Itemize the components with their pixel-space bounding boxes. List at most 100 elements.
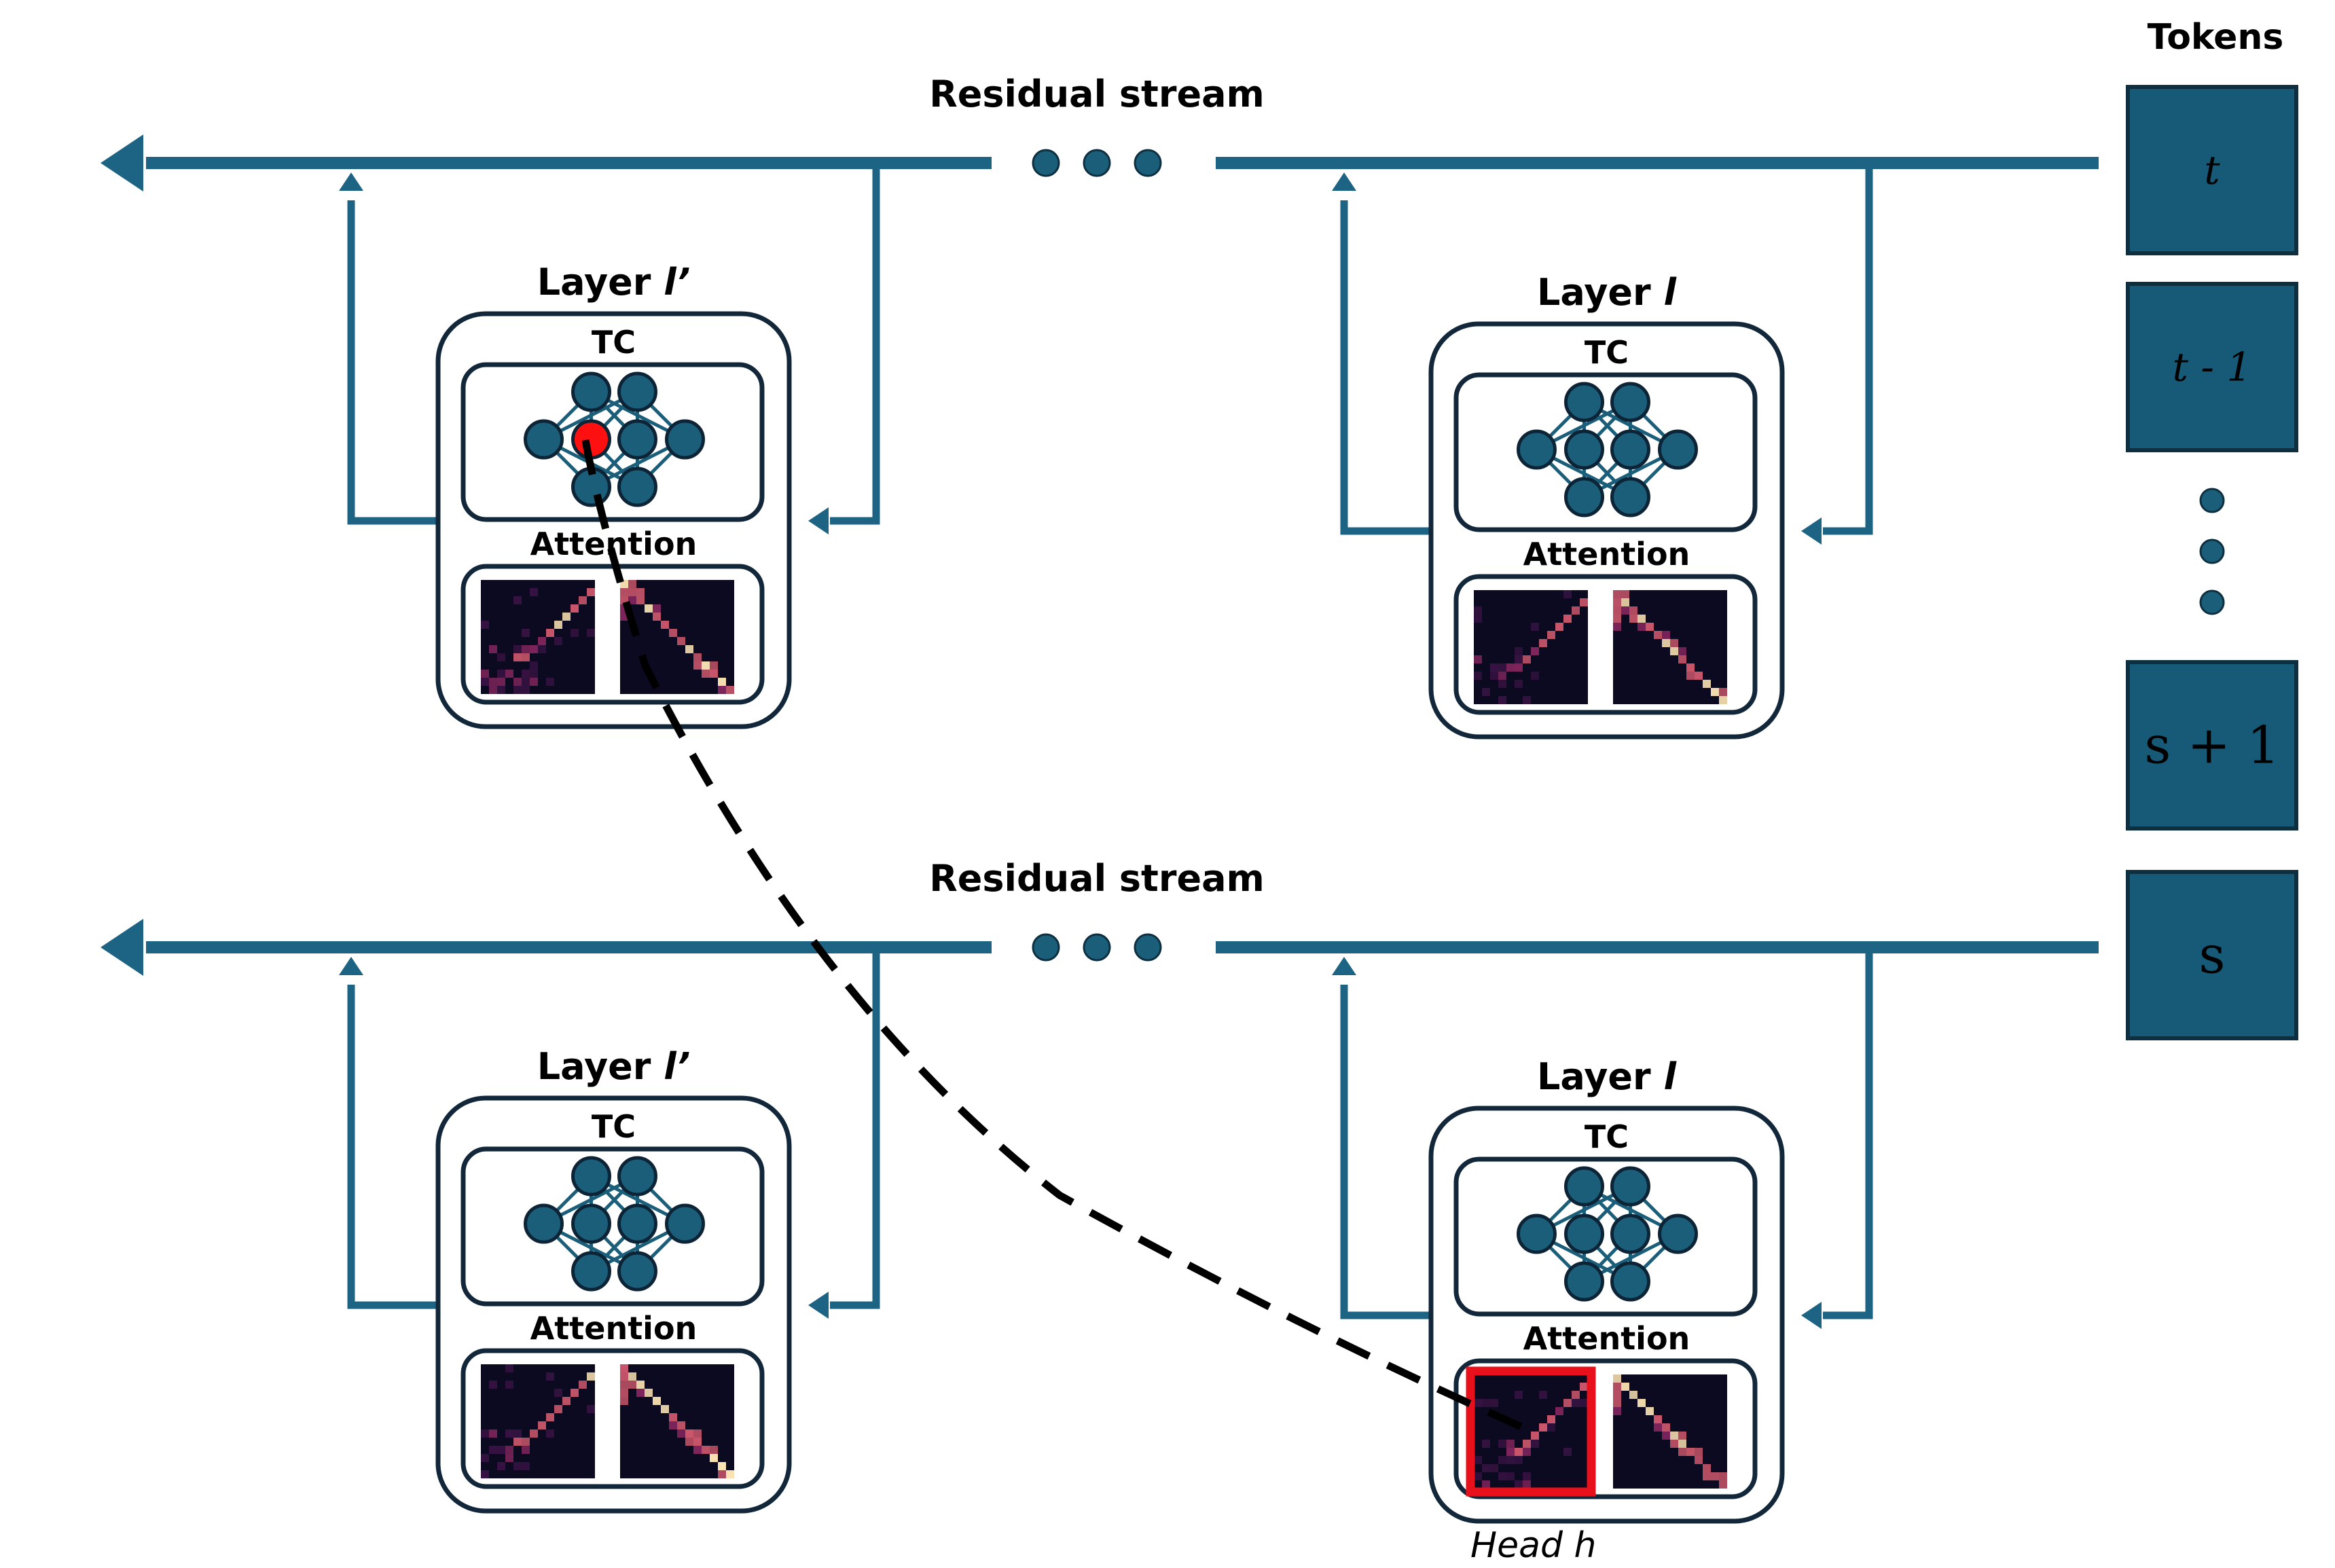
network-node — [524, 1203, 564, 1244]
arrow-head-icon — [1332, 957, 1356, 975]
network-node — [617, 1251, 657, 1292]
residual-write-arrow — [1340, 985, 1431, 1319]
network-node — [1564, 429, 1604, 470]
network-node — [1564, 1261, 1604, 1302]
token-column: t t - 1 s + 1 s — [2126, 85, 2298, 1040]
layer-title: Layer l’ — [537, 1045, 690, 1088]
network-node — [571, 1203, 611, 1244]
layer-block: Layer l’ TC Attention — [339, 947, 880, 1514]
network-node — [617, 1156, 657, 1197]
residual-write-arrow — [347, 985, 438, 1309]
token-label: t - 1 — [2173, 344, 2252, 390]
network-node — [617, 371, 657, 412]
residual-stream-label: Residual stream — [929, 73, 1265, 115]
network-node — [617, 467, 657, 507]
transcoder-box — [1453, 372, 1758, 532]
arrow-head-icon — [101, 919, 143, 976]
network-node — [617, 419, 657, 460]
attention-heatmap-icon — [1613, 590, 1727, 704]
neural-network-icon — [1517, 382, 1698, 517]
arrow-head-icon — [339, 172, 363, 191]
network-node — [1517, 429, 1557, 470]
attention-heatmap-icon — [1474, 1374, 1588, 1489]
residual-write-arrow — [1340, 200, 1431, 535]
arrow-head-icon — [1801, 517, 1822, 545]
vertical-ellipsis-dot-icon — [2199, 488, 2225, 513]
layer-title: Layer l — [1537, 271, 1677, 314]
arrow-head-icon — [1801, 1302, 1822, 1329]
attention-heatmap-icon — [481, 1364, 595, 1478]
layer-title-prefix: Layer — [1537, 1055, 1663, 1098]
ellipsis-dots-icon — [1032, 149, 1060, 177]
ellipsis-dots-icon — [1134, 933, 1162, 962]
network-node — [617, 1203, 657, 1244]
arrow-head-icon — [1332, 172, 1356, 191]
ellipsis-dots-icon — [1083, 149, 1111, 177]
neural-network-icon — [524, 371, 705, 507]
tc-label: TC — [592, 324, 636, 361]
token-box: s — [2126, 870, 2298, 1040]
layer-title-var: l’ — [664, 1045, 690, 1088]
arrow-head-icon — [808, 1292, 829, 1319]
residual-read-arrow — [830, 947, 880, 1309]
token-box-bg — [2126, 85, 2298, 255]
network-node — [571, 371, 611, 412]
network-node — [1658, 429, 1698, 470]
transcoder-box — [1453, 1156, 1758, 1317]
layer-title-prefix: Layer — [537, 1045, 664, 1088]
layer-title-prefix: Layer — [537, 261, 664, 304]
network-node — [1610, 429, 1650, 470]
attention-label: Attention — [1523, 1320, 1690, 1357]
neural-network-icon — [1517, 1166, 1698, 1302]
network-node — [1564, 1214, 1604, 1254]
network-node — [571, 1156, 611, 1197]
token-label: t — [2204, 147, 2220, 194]
network-node — [1610, 1261, 1650, 1302]
transcoder-box — [460, 362, 765, 522]
layer-title: Layer l — [1537, 1055, 1677, 1098]
network-node — [1610, 1214, 1650, 1254]
neural-network-icon — [524, 1156, 705, 1292]
attention-label: Attention — [1523, 536, 1690, 572]
attention-heatmap-icon — [620, 1364, 734, 1478]
ellipsis-dots-icon — [1032, 933, 1060, 962]
tc-label: TC — [592, 1108, 636, 1145]
attention-heatmap-icon — [481, 580, 595, 694]
transcoder-box — [460, 1146, 765, 1307]
tc-label: TC — [1585, 1118, 1629, 1155]
token-box: s + 1 — [2126, 660, 2298, 831]
network-node — [1564, 477, 1604, 517]
circuit-connection-line — [581, 439, 1537, 1437]
attention-heatmap-icon — [1474, 590, 1588, 704]
attention-label: Attention — [530, 1310, 698, 1347]
layer-title-var: l — [1663, 1055, 1677, 1098]
token-box-bg — [2126, 870, 2298, 1040]
arrow-head-icon — [808, 507, 829, 534]
arrow-head-icon — [339, 957, 363, 975]
layer-title-var: l — [1663, 271, 1677, 314]
token-box: t - 1 — [2126, 282, 2298, 452]
vertical-ellipsis-dot-icon — [2199, 539, 2225, 564]
network-node — [1610, 477, 1650, 517]
network-node — [1564, 382, 1604, 422]
layer-title-prefix: Layer — [1537, 271, 1663, 314]
attention-heatmap-icon — [1613, 1374, 1727, 1489]
layer-title-var: l’ — [664, 261, 690, 304]
ellipsis-dots-icon — [1134, 149, 1162, 177]
residual-read-arrow — [830, 163, 880, 525]
network-node — [1517, 1214, 1557, 1254]
token-label: s — [2198, 925, 2225, 985]
layer-title: Layer l’ — [537, 261, 690, 304]
network-node — [1564, 1166, 1604, 1207]
tokens-title: Tokens — [2148, 17, 2284, 58]
network-node — [571, 1251, 611, 1292]
highlighted-head-frame — [1466, 1366, 1596, 1497]
arrow-head-icon — [101, 134, 143, 192]
